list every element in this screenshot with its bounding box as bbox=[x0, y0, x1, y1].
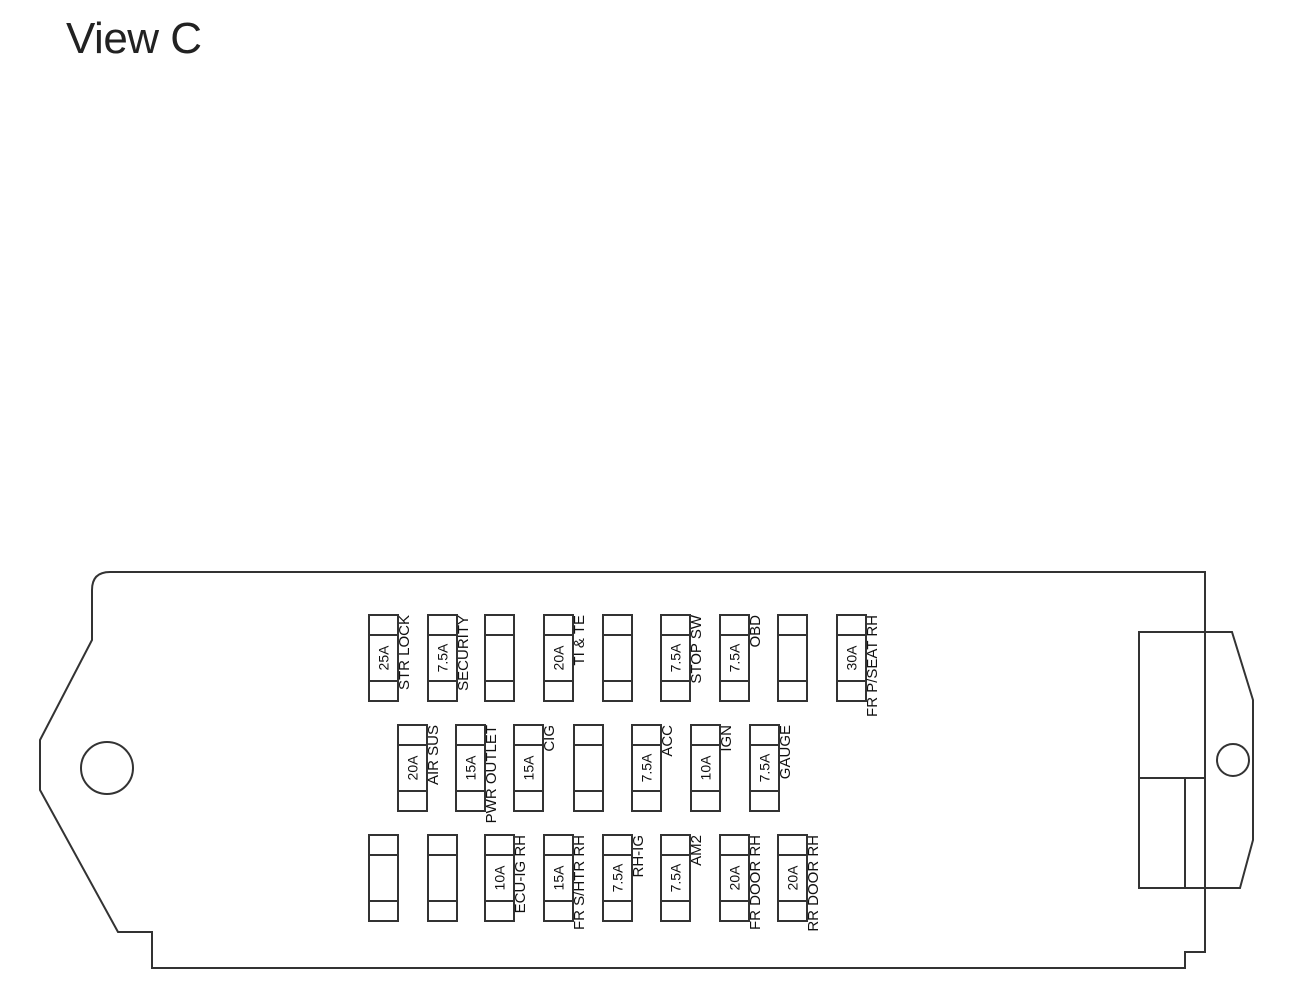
fuse-slot bbox=[777, 614, 808, 702]
fuse-body bbox=[543, 614, 574, 702]
fuse-body bbox=[602, 834, 633, 922]
fuse-label: GAUGE bbox=[777, 725, 794, 779]
fuse-label: PWR OUTLET bbox=[483, 725, 500, 823]
fuse-body bbox=[573, 724, 604, 812]
fuse-body bbox=[427, 614, 458, 702]
fuse-label: ACC bbox=[659, 725, 676, 757]
fuse-rating: 7.5A bbox=[668, 643, 684, 672]
fuse-label: OBD bbox=[747, 615, 764, 648]
fuse-body bbox=[368, 834, 399, 922]
fuse-body bbox=[719, 834, 750, 922]
fuse-box-housing bbox=[39, 571, 1254, 969]
fuse-rating: 7.5A bbox=[610, 863, 626, 892]
fuse-body bbox=[602, 614, 633, 702]
fuse-body bbox=[631, 724, 662, 812]
fuse-body bbox=[484, 614, 515, 702]
fuse-slot bbox=[573, 724, 604, 812]
fuse-body bbox=[749, 724, 780, 812]
fuse-body bbox=[455, 724, 486, 812]
fuse-label: ECU-IG RH bbox=[512, 835, 529, 913]
fuse-body bbox=[427, 834, 458, 922]
fuse-rating: 15A bbox=[521, 755, 537, 781]
fuse-label: FR DOOR RH bbox=[747, 835, 764, 930]
fuse-body bbox=[719, 614, 750, 702]
fuse-body bbox=[543, 834, 574, 922]
fuse-label: RR DOOR RH bbox=[805, 835, 822, 932]
fuse-body bbox=[690, 724, 721, 812]
fuse-rating: 7.5A bbox=[757, 753, 773, 782]
fuse-label: TI & TE bbox=[571, 615, 588, 666]
fuse-rating: 25A bbox=[376, 645, 392, 671]
fuse-rating: 7.5A bbox=[435, 643, 451, 672]
fuse-rating: 7.5A bbox=[639, 753, 655, 782]
fuse-label: AM2 bbox=[688, 835, 705, 866]
fuse-rating: 15A bbox=[551, 865, 567, 891]
fuse-slot bbox=[484, 614, 515, 702]
fuse-rating: 15A bbox=[463, 755, 479, 781]
fuse-slot bbox=[427, 834, 458, 922]
fuse-body bbox=[777, 834, 808, 922]
fuse-rating: 7.5A bbox=[668, 863, 684, 892]
fuse-rating: 10A bbox=[492, 865, 508, 891]
fuse-body bbox=[397, 724, 428, 812]
fuse-rating: 20A bbox=[785, 865, 801, 891]
fuse-rating: 20A bbox=[727, 865, 743, 891]
view-title: View C bbox=[66, 14, 202, 63]
housing-outline bbox=[39, 571, 1254, 969]
fuse-body bbox=[513, 724, 544, 812]
fuse-body bbox=[368, 614, 399, 702]
fuse-rating: 20A bbox=[405, 755, 421, 781]
fuse-label: STR LOCK bbox=[396, 615, 413, 690]
fuse-body bbox=[660, 834, 691, 922]
fuse-label: AIR SUS bbox=[425, 725, 442, 785]
fuse-label: STOP SW bbox=[688, 614, 705, 683]
connector-latch bbox=[1138, 631, 1206, 889]
fuse-label: FR S/HTR RH bbox=[571, 835, 588, 930]
fuse-body bbox=[660, 614, 691, 702]
mounting-hole-right bbox=[1216, 743, 1250, 777]
fuse-label: IGN bbox=[718, 725, 735, 752]
mounting-hole-left bbox=[80, 741, 134, 795]
fuse-slot bbox=[368, 834, 399, 922]
fuse-body bbox=[777, 614, 808, 702]
fuse-label: CIG bbox=[541, 725, 558, 752]
fuse-rating: 7.5A bbox=[727, 643, 743, 672]
fuse-body bbox=[836, 614, 867, 702]
fuse-slot bbox=[602, 614, 633, 702]
fuse-rating: 10A bbox=[698, 755, 714, 781]
fuse-rating: 30A bbox=[844, 645, 860, 671]
fuse-label: SECURITY bbox=[455, 615, 472, 691]
fuse-label: FR P/SEAT RH bbox=[864, 615, 881, 717]
fuse-label: RH-IG bbox=[630, 835, 647, 878]
fuse-rating: 20A bbox=[551, 645, 567, 671]
fuse-body bbox=[484, 834, 515, 922]
